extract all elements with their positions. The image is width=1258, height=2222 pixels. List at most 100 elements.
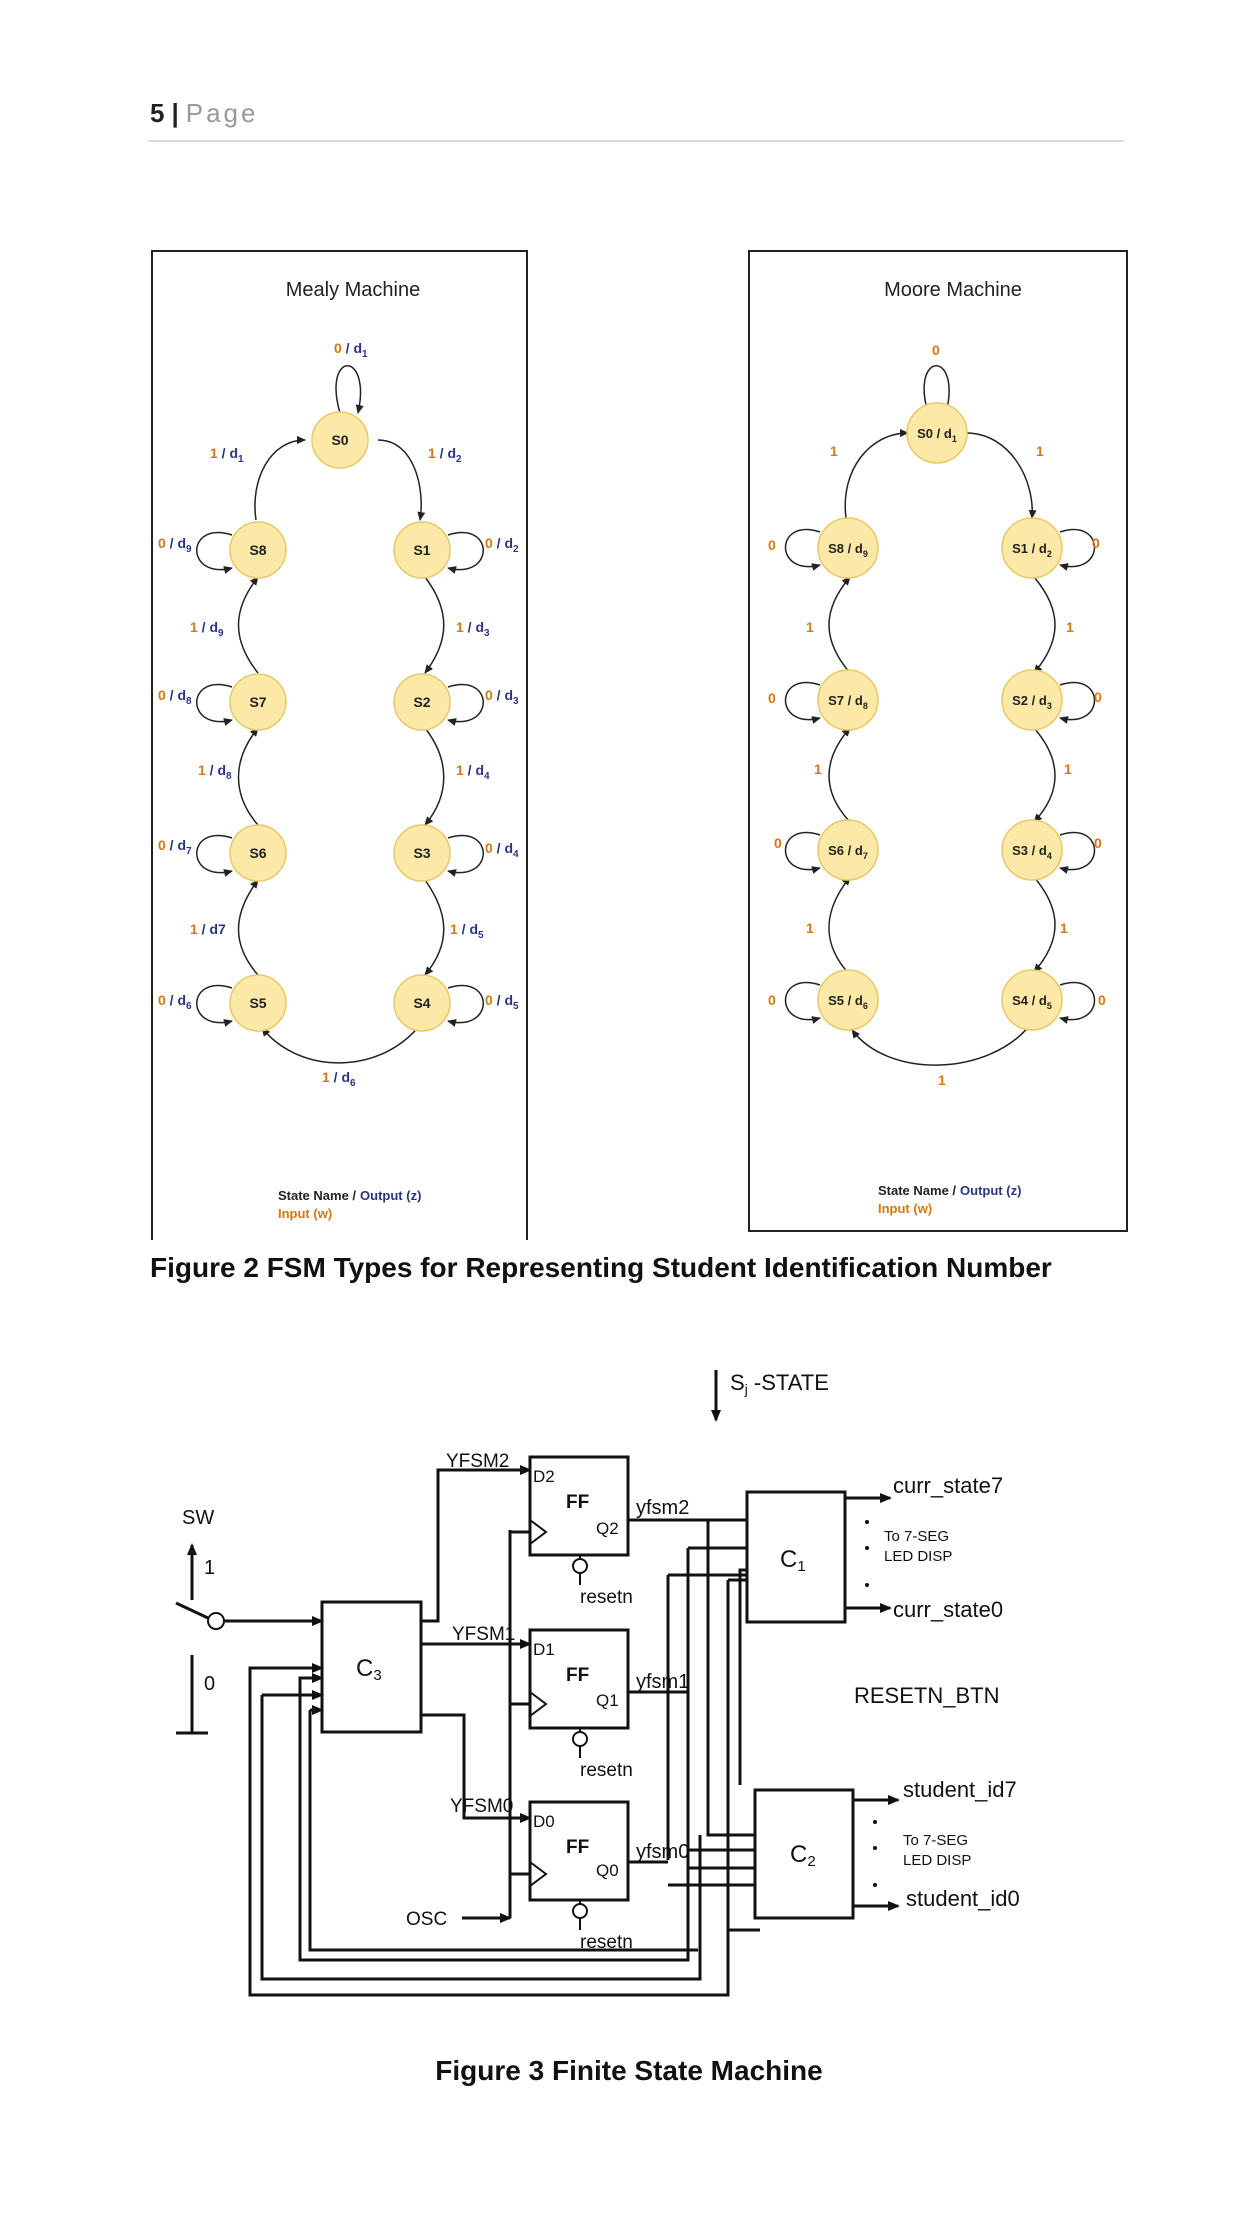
svg-text:1: 1 [806, 619, 814, 635]
svg-text:S8: S8 [249, 542, 266, 558]
yfsm1-label: YFSM1 [452, 1624, 515, 1645]
figure-2-fsm-diagrams: Mealy Machine 0 / d1 1 / d2 1 / d3 1 / d… [151, 250, 1128, 1240]
moore-state-s1: S1 / d2 [1001, 517, 1063, 579]
svg-text:0: 0 [1098, 992, 1106, 1008]
osc-label: OSC [406, 1909, 447, 1930]
moore-state-s3: S3 / d4 [1001, 819, 1063, 881]
svg-text:0 / d2: 0 / d2 [485, 535, 519, 555]
page-number: 5 [150, 98, 168, 128]
mealy-state-s6: S6 [229, 824, 287, 882]
c3-label: C3 [356, 1655, 382, 1684]
svg-text:S5: S5 [249, 995, 266, 1011]
moore-state-s5: S5 / d6 [817, 969, 879, 1031]
c2-label: C2 [790, 1841, 816, 1870]
header-rule [148, 140, 1124, 142]
svg-text:S8 / d9: S8 / d9 [828, 541, 868, 559]
svg-text:1: 1 [1060, 920, 1068, 936]
moore-panel: Moore Machine 0 1 1 1 1 1 1 1 1 1 0 0 0 … [748, 250, 1128, 1232]
svg-text:S2: S2 [413, 694, 430, 710]
svg-text:1: 1 [1036, 443, 1044, 459]
page-separator: | [171, 98, 182, 128]
sw-one-label: 1 [204, 1557, 215, 1579]
moore-title: Moore Machine [884, 279, 1022, 301]
page-word: Page [185, 98, 259, 128]
mealy-state-s5: S5 [229, 974, 287, 1032]
svg-text:0 / d1: 0 / d1 [334, 340, 368, 360]
svg-text:0 / d3: 0 / d3 [485, 687, 519, 707]
svg-text:1: 1 [830, 443, 838, 459]
student-id-0-label: student_id0 [906, 1886, 1020, 1911]
svg-text:0: 0 [768, 992, 776, 1008]
yfsm0-out-label: yfsm0 [636, 1841, 689, 1863]
svg-text:0 / d5: 0 / d5 [485, 992, 519, 1012]
svg-text:0 / d9: 0 / d9 [158, 535, 192, 555]
svg-text:1 / d9: 1 / d9 [190, 619, 224, 639]
yfsm1-out-label: yfsm1 [636, 1671, 689, 1693]
student-id-7-label: student_id7 [903, 1777, 1017, 1802]
to-7seg-1-label: To 7-SEG [884, 1528, 949, 1545]
svg-text:0 / d8: 0 / d8 [158, 687, 192, 707]
resetn-0-label: resetn [580, 1932, 633, 1953]
page-header: 5|Page [150, 98, 258, 129]
mealy-state-s0: S0 [311, 411, 369, 469]
svg-text:S6 / d7: S6 / d7 [828, 843, 868, 861]
svg-text:S1 / d2: S1 / d2 [1012, 541, 1052, 559]
svg-text:1 / d4: 1 / d4 [456, 762, 490, 782]
svg-text:1 / d6: 1 / d6 [322, 1069, 356, 1089]
svg-text:S0: S0 [331, 432, 348, 448]
yfsm2-label: YFSM2 [446, 1451, 509, 1472]
q1-label: Q1 [596, 1691, 619, 1710]
ff1-label: FF [566, 1665, 589, 1686]
svg-text:0: 0 [1094, 689, 1102, 705]
sj-state-label: Sj -STATE [730, 1370, 829, 1397]
moore-state-s2: S2 / d3 [1001, 669, 1063, 731]
svg-text:State Name /Output (z): State Name /Output (z) [278, 1188, 421, 1203]
mealy-state-s1: S1 [393, 521, 451, 579]
svg-text:State Name /Output (z): State Name /Output (z) [878, 1183, 1021, 1198]
svg-text:S4: S4 [413, 995, 430, 1011]
mealy-legend: State Name /Output (z) Input (w) [278, 1188, 421, 1221]
moore-state-s8: S8 / d9 [817, 517, 879, 579]
ff0-label: FF [566, 1837, 589, 1858]
svg-text:0: 0 [768, 690, 776, 706]
mealy-state-s8: S8 [229, 521, 287, 579]
svg-text:S5 / d6: S5 / d6 [828, 993, 868, 1011]
svg-text:0 / d7: 0 / d7 [158, 837, 192, 857]
mealy-state-s4: S4 [393, 974, 451, 1032]
svg-text:Input (w): Input (w) [278, 1206, 332, 1221]
svg-text:1: 1 [814, 761, 822, 777]
resetn-1-label: resetn [580, 1760, 633, 1781]
q2-label: Q2 [596, 1519, 619, 1538]
svg-text:S1: S1 [413, 542, 430, 558]
q0-label: Q0 [596, 1861, 619, 1880]
d0-label: D0 [533, 1812, 555, 1831]
svg-text:S0 / d1: S0 / d1 [917, 426, 957, 444]
moore-legend: State Name /Output (z) Input (w) [878, 1183, 1021, 1216]
svg-text:0: 0 [768, 537, 776, 553]
d2-label: D2 [533, 1467, 555, 1486]
moore-state-s4: S4 / d5 [1001, 969, 1063, 1031]
svg-text:S2 / d3: S2 / d3 [1012, 693, 1052, 711]
svg-text:1: 1 [938, 1072, 946, 1088]
sw-label: SW [182, 1507, 214, 1529]
to-7seg-2-label: To 7-SEG [903, 1832, 968, 1849]
svg-text:Input (w): Input (w) [878, 1201, 932, 1216]
moore-state-s0: S0 / d1 [906, 402, 968, 464]
svg-text:0 / d6: 0 / d6 [158, 992, 192, 1012]
mealy-state-s3: S3 [393, 824, 451, 882]
svg-text:1 / d8: 1 / d8 [198, 762, 232, 782]
led-disp-1-label: LED DISP [884, 1548, 952, 1565]
resetn-2-label: resetn [580, 1587, 633, 1608]
svg-text:0: 0 [1094, 835, 1102, 851]
svg-text:1 / d1: 1 / d1 [210, 445, 244, 465]
mealy-state-s7: S7 [229, 673, 287, 731]
figure-3-caption: Figure 3 Finite State Machine [435, 2055, 823, 2086]
figure-2-caption: Figure 2 FSM Types for Representing Stud… [150, 1252, 1052, 1283]
mealy-state-s2: S2 [393, 673, 451, 731]
moore-state-s7: S7 / d8 [817, 669, 879, 731]
svg-text:0 / d4: 0 / d4 [485, 840, 519, 860]
moore-state-s6: S6 / d7 [817, 819, 879, 881]
d1-label: D1 [533, 1640, 555, 1659]
svg-text:0: 0 [932, 342, 940, 358]
svg-text:S7: S7 [249, 694, 266, 710]
